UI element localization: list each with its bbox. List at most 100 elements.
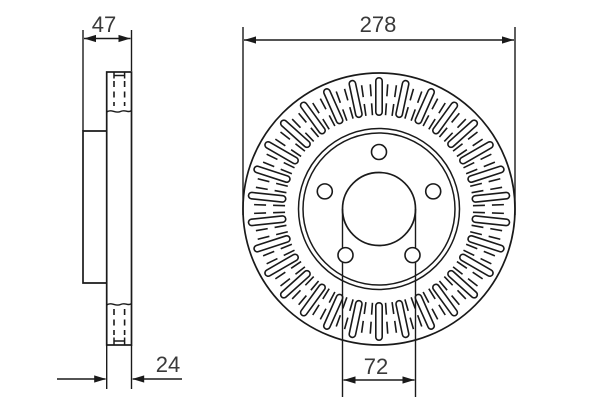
vent-slot-capsule-fill — [468, 236, 504, 251]
vent-slot-capsule-fill — [473, 216, 509, 225]
vent-slot-capsule-fill — [324, 89, 342, 123]
dimension-center-bore: 72 — [341, 209, 417, 397]
vent-slot-capsule-fill — [324, 295, 342, 329]
vent-slot-capsule-fill — [396, 301, 409, 337]
vane-dashed-line — [275, 266, 306, 290]
vane-dashed-line — [384, 302, 389, 340]
vane-dashed-line — [342, 83, 354, 119]
arrowhead-right — [94, 375, 107, 383]
vent-slot-capsule-fill — [473, 193, 509, 202]
dimension-outer-diameter: 278 — [242, 12, 516, 215]
vane-dashed-line — [287, 114, 315, 142]
vane-dashed-line — [369, 78, 374, 116]
vane-dashed-line — [287, 276, 315, 304]
vent-slot-capsule-fill — [468, 167, 504, 182]
vane-dashed-line — [410, 297, 425, 332]
vent-slot-ring — [247, 77, 511, 341]
outer-circle — [242, 72, 516, 346]
vane-dashed-line — [333, 297, 348, 332]
vent-slot-capsule-fill — [301, 103, 325, 133]
vane-dashed-line — [250, 185, 287, 194]
vane-dashed-line — [443, 276, 471, 304]
vane-dashed-line — [252, 230, 288, 242]
arrowhead-left — [343, 376, 356, 384]
vane-dashed-line — [317, 291, 336, 325]
vane-dashed-line — [472, 211, 510, 215]
hub-circle-inner — [302, 132, 456, 286]
vent-slot-section-bottom — [106, 302, 132, 345]
dimension-total-width: 47 — [82, 12, 133, 131]
vane-dashed-line — [404, 83, 416, 119]
vane-dashed-line — [294, 280, 320, 310]
vent-slot-capsule-fill — [265, 142, 298, 163]
vane-dashed-line — [428, 97, 449, 130]
vane-dashed-line — [261, 249, 295, 267]
vent-slot-capsule-fill — [254, 167, 290, 182]
break-line — [106, 302, 132, 306]
vane-dashed-line — [369, 302, 374, 340]
vane-dashed-line — [443, 114, 471, 142]
vane-dashed-line — [422, 291, 441, 325]
vane-dashed-line — [270, 260, 302, 283]
vane-dashed-line — [261, 151, 295, 169]
vent-slot-capsule-fill — [281, 271, 310, 298]
vent-slot-capsule-fill — [460, 255, 493, 276]
vane-dashed-line — [470, 176, 506, 188]
vane-dashed-line — [438, 280, 464, 310]
friction-ring-outline — [105, 71, 133, 346]
vent-slot-capsule-fill — [433, 103, 457, 133]
vane-dashed-line — [465, 243, 501, 259]
vane-dashed-line — [270, 135, 302, 158]
vane-dashed-line — [248, 211, 286, 215]
vane-dashed-line — [472, 203, 510, 207]
front-view: 278 72 — [242, 12, 516, 397]
vane-dashed-line — [333, 86, 348, 121]
vent-slot-section-top — [106, 72, 132, 113]
vent-slot-capsule-fill — [349, 301, 362, 337]
vane-dashed-line — [452, 266, 483, 290]
vane-dashed-line — [410, 86, 425, 121]
vane-dashed-line — [422, 93, 441, 127]
vane-dashed-line — [438, 108, 464, 138]
vane-dashed-line — [463, 151, 497, 169]
vane-dashed-line — [250, 224, 287, 233]
vane-dashed-line — [465, 159, 501, 175]
vane-dashed-line — [404, 299, 416, 335]
section-view: 47 — [57, 12, 182, 389]
arrowhead-left — [244, 36, 256, 44]
vane-dashed-line — [257, 243, 293, 259]
vane-dashed-line — [257, 159, 293, 175]
bolt-hole — [316, 183, 334, 200]
vent-slot-capsule-fill — [448, 120, 477, 147]
bolt-hole — [424, 183, 442, 200]
dim-72-label: 72 — [364, 354, 388, 379]
arrowhead-left — [132, 375, 145, 383]
dim-47-label: 47 — [92, 12, 116, 37]
vent-slot-capsule-fill — [396, 81, 409, 117]
center-bore-circle — [341, 171, 417, 247]
break-line — [106, 109, 132, 113]
vane-dashed-line — [463, 249, 497, 267]
vent-slot-capsule-fill — [416, 295, 434, 329]
dim-278-label: 278 — [360, 12, 397, 37]
vane-dashed-line — [248, 203, 286, 207]
hat-outline — [82, 130, 107, 284]
vane-dashed-line — [317, 93, 336, 127]
arrowhead-left — [84, 34, 96, 43]
vent-slot-capsule-fill — [349, 81, 362, 117]
vent-slot-capsule-fill — [249, 193, 285, 202]
vane-dashed-line — [360, 301, 367, 339]
vent-slot-capsule-fill — [254, 236, 290, 251]
vane-dashed-line — [471, 224, 508, 233]
dimension-ring-thickness: 24 — [57, 345, 182, 389]
vent-slot-capsule-fill — [249, 216, 285, 225]
vane-dashed-line — [452, 128, 483, 152]
vane-dashed-line — [309, 97, 330, 130]
vane-dashed-line — [309, 288, 330, 321]
vent-slot-capsule-fill — [281, 120, 310, 147]
arrowhead-right — [118, 34, 131, 43]
vane-dashed-line — [470, 230, 506, 242]
vane-dashed-line — [391, 301, 398, 339]
vane-dashed-line — [391, 79, 398, 117]
